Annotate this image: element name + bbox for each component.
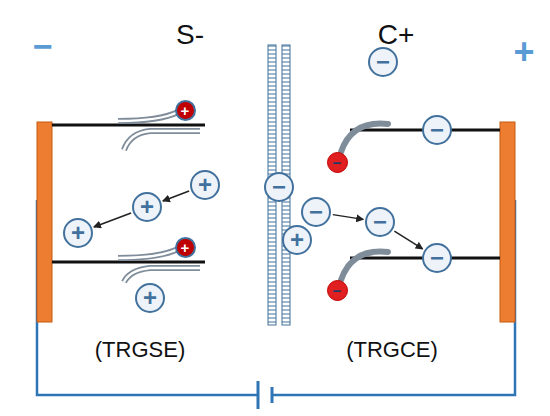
ion-circle: + [135,283,165,313]
battery-plate [271,387,274,403]
ion-sign: − [430,246,444,270]
ion-circle: − [368,47,398,77]
graphene-sheet [52,261,205,264]
ion-path-arrow [394,231,422,249]
ion-circle: + [63,218,93,248]
ion-circle: + [190,170,220,200]
electrode-name: S- [176,21,204,49]
wire [37,200,258,395]
ion-circle: + [132,192,162,222]
ion-circle: − [264,172,294,202]
ion-sign: − [309,200,323,224]
ion-path-arrow [163,191,189,201]
wire [272,200,515,395]
functional-group-anion: − [327,280,348,301]
electrode-sign: − [33,29,53,63]
ion-path-arrow [333,215,363,220]
ion-sign: + [140,195,154,219]
ion-sign: + [181,240,190,255]
ion-circle: − [422,243,452,273]
electrode [37,122,52,322]
ion-circle: + [282,225,312,255]
electrode-caption: (TRGSE) [95,339,185,361]
ion-sign: + [290,228,304,252]
ion-sign: − [333,155,342,170]
battery-plate [257,381,260,409]
ion-sign: − [333,283,342,298]
ion-sign: − [373,210,387,234]
ion-sign: + [71,221,85,245]
ion-sign: + [198,173,212,197]
electrode-caption: (TRGCE) [346,339,438,361]
ion-circle: − [301,197,331,227]
ion-sign: − [430,118,444,142]
electrode-sign: + [513,34,534,70]
functional-group [341,124,388,280]
functional-group-anion: − [327,152,348,173]
ion-sign: + [181,103,190,118]
ion-sign: − [376,50,390,74]
functional-group-cation: + [175,100,196,121]
functional-group-cation: + [175,237,196,258]
ion-sign: − [272,175,286,199]
ion-circle: − [365,207,395,237]
ion-path-arrow [94,213,131,227]
graphene-sheet [52,124,205,127]
ion-sign: + [143,286,157,310]
electrode [500,122,515,322]
electrode-name: C+ [378,21,415,49]
functional-group [118,112,200,282]
ion-circle: − [422,115,452,145]
